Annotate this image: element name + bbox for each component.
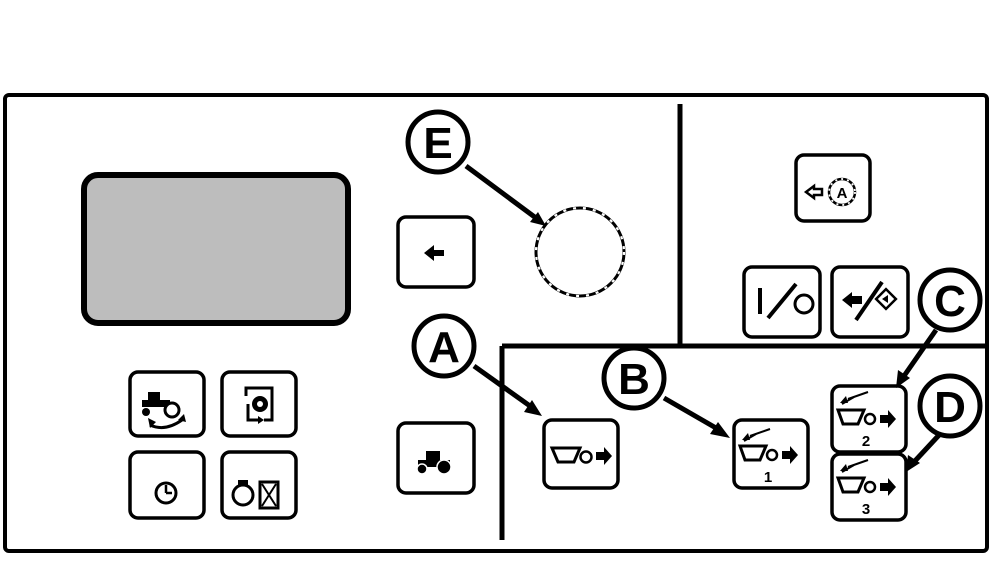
leader-c-arrow	[896, 370, 910, 388]
leader-a-arrow	[524, 400, 542, 416]
rotate-settings-button[interactable]	[220, 370, 298, 438]
engine-hourglass-button[interactable]	[220, 450, 298, 520]
unload-1-button[interactable]: 1	[732, 418, 810, 490]
svg-text:A: A	[837, 185, 848, 202]
tractor-icon	[416, 451, 452, 475]
unload-2-number: 2	[862, 433, 870, 450]
leader-e	[464, 163, 538, 221]
display-screen	[81, 172, 351, 326]
tractor-button[interactable]	[396, 421, 476, 495]
leader-d	[912, 432, 942, 464]
unload-1-number: 1	[764, 469, 772, 486]
leader-d-arrow	[906, 455, 920, 472]
unload-2-icon	[835, 391, 896, 428]
diagonal-arrows-button[interactable]	[830, 265, 910, 339]
engine-hourglass-icon	[231, 480, 280, 510]
tractor-settings-button[interactable]	[128, 370, 206, 438]
callout-d-label: D	[934, 383, 966, 432]
callout-a-label: A	[428, 323, 460, 372]
on-off-button[interactable]	[742, 265, 822, 339]
unload-3-icon	[835, 459, 896, 496]
clock-button[interactable]	[128, 450, 206, 520]
on-off-icon	[758, 282, 815, 320]
auto-gear-button[interactable]: A	[794, 153, 872, 223]
callout-b: B	[601, 345, 667, 411]
leader-a	[472, 363, 532, 409]
auto-gear-icon: A	[803, 177, 857, 207]
unload-3-button[interactable]: 3	[830, 452, 908, 522]
back-button[interactable]	[396, 215, 476, 289]
leader-c	[901, 328, 939, 378]
tractor-settings-icon	[142, 392, 186, 430]
unload-2-button[interactable]: 2	[830, 384, 908, 454]
leader-b	[662, 395, 718, 431]
callout-e-label: E	[423, 119, 452, 168]
clock-icon	[154, 481, 178, 505]
unload-button[interactable]	[542, 418, 620, 490]
callout-c-label: C	[934, 277, 966, 326]
callout-d: D	[917, 373, 983, 439]
diagonal-arrows-icon	[842, 280, 898, 322]
unload-3-number: 3	[862, 501, 870, 518]
callout-e: E	[405, 109, 471, 175]
leader-b-arrow	[710, 422, 730, 438]
leader-e-arrow	[530, 212, 546, 226]
callout-leaders	[464, 163, 942, 472]
unload-icon	[549, 446, 612, 465]
callout-c: C	[917, 267, 983, 333]
left-arrow-icon	[424, 245, 444, 261]
unload-1-icon	[737, 428, 798, 464]
rotate-settings-icon	[244, 386, 274, 424]
callout-a: A	[411, 313, 477, 379]
control-knob[interactable]	[534, 206, 626, 298]
callout-b-label: B	[618, 355, 650, 404]
